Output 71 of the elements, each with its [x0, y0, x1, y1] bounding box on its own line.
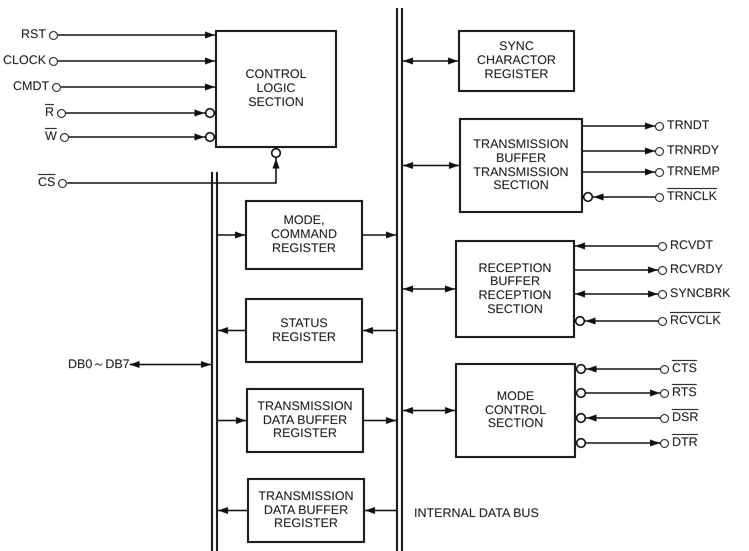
block-title: TRANSMISSION DATA BUFFER REGISTER [257, 490, 355, 532]
block-title: TRANSMISSION BUFFER TRANSMISSION SECTION [472, 138, 570, 193]
block-box [455, 363, 576, 458]
bus-line [396, 8, 403, 551]
pin-name: RST [21, 28, 46, 42]
pin-name: SYNCBRK [670, 287, 730, 301]
block-box [245, 200, 363, 270]
signal-arrow [576, 364, 660, 374]
pin-name: RTS [672, 386, 697, 400]
bus-line [211, 172, 218, 551]
signal-arrow [576, 388, 660, 398]
signal-arrow [403, 162, 459, 169]
signal-arrow [576, 438, 660, 448]
block-box [246, 388, 364, 453]
signal-arrow [582, 192, 655, 202]
signal-arrow [58, 32, 215, 38]
signal-arrow [403, 58, 458, 64]
signal-arrow [364, 417, 396, 424]
signal-arrow [67, 148, 282, 184]
pin-name: TRNCLK [667, 190, 718, 204]
signal-arrow [583, 168, 655, 176]
pin-name: TRNDT [667, 119, 710, 133]
block-title: SYNC CHARACTOR REGISTER [476, 40, 557, 82]
pin-name: W [45, 130, 57, 144]
signal-arrow [363, 232, 396, 238]
block-title: STATUS REGISTER [271, 316, 337, 344]
block-box [458, 30, 575, 92]
signal-arrow [403, 286, 455, 292]
signal-arrow [576, 412, 660, 424]
block-box [215, 30, 337, 148]
signal-arrow [130, 361, 211, 368]
pin-name: CLOCK [3, 54, 46, 68]
signal-arrow [68, 132, 216, 142]
block-box [455, 240, 575, 338]
block-title: RECEPTION BUFFER RECEPTION SECTION [478, 262, 552, 316]
pin-name: TRNEMP [667, 165, 720, 179]
block-box [245, 298, 363, 363]
signal-arrow [61, 84, 215, 90]
pin-name: CTS [672, 362, 697, 376]
pin-name: CMDT [13, 80, 50, 94]
pin-name: DTR [672, 436, 698, 450]
bus-label: INTERNAL DATA BUS [414, 506, 539, 520]
signal-arrow [218, 232, 245, 238]
pin-name: DSR [672, 411, 698, 425]
signal-arrow [58, 58, 215, 64]
signal-arrow [218, 417, 246, 424]
signal-arrow [365, 507, 396, 514]
pin-name: RCVDT [670, 239, 714, 253]
block-box [459, 118, 583, 213]
signal-arrow [363, 327, 396, 334]
pin-name: R [45, 106, 54, 120]
signal-arrow [575, 266, 658, 274]
signal-arrow [575, 290, 658, 298]
pin-name: CS [38, 176, 56, 190]
signal-arrow [218, 327, 245, 334]
pin-name: TRNRDY [667, 144, 720, 158]
signal-arrow [583, 122, 655, 130]
signal-name: DB0～DB7 [68, 356, 130, 373]
signal-arrow [403, 407, 455, 414]
signal-arrow [575, 242, 658, 250]
block-title: MODE CONTROL SECTION [484, 390, 548, 432]
block-title: TRANSMISSION DATA BUFFER REGISTER [256, 400, 354, 442]
signal-arrow [583, 148, 655, 154]
signal-arrow [218, 507, 247, 514]
pin-name: RCVRDY [670, 263, 723, 277]
block-title: CONTROL LOGIC SECTION [244, 68, 308, 110]
block-box [247, 478, 365, 543]
signal-arrow [574, 316, 658, 326]
pin-name: RCVCLK [670, 314, 721, 328]
signal-arrow [66, 108, 216, 118]
block-title: MODE, COMMAND REGISTER [270, 214, 338, 256]
